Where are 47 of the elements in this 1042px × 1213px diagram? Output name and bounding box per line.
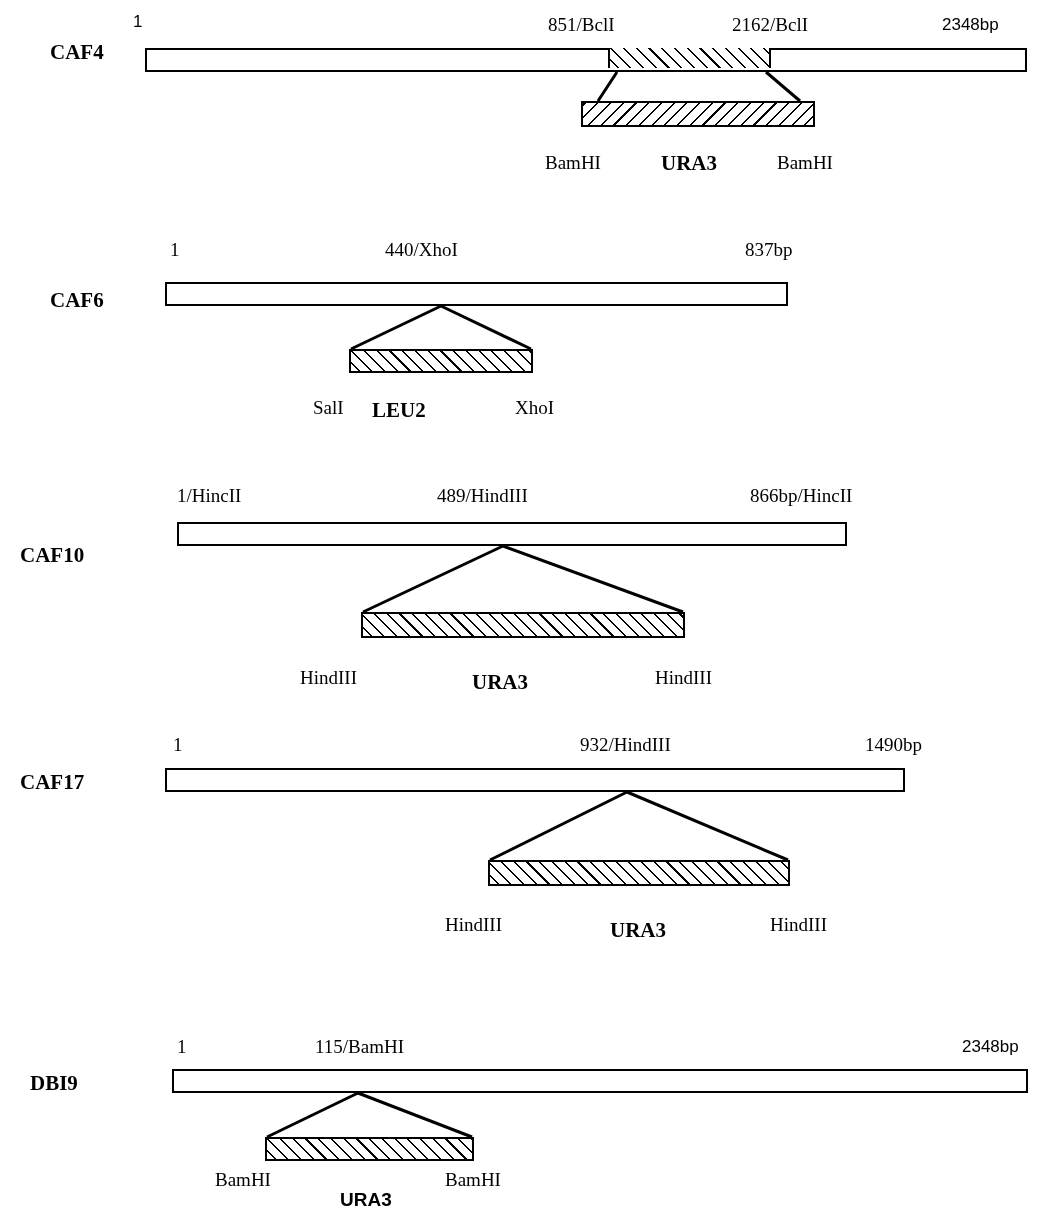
marker-gene-label: URA3 <box>661 152 717 174</box>
site-label: 2348bp <box>962 1036 1019 1058</box>
site-label: 2348bp <box>942 14 999 36</box>
marker-gene-label: URA3 <box>610 919 666 941</box>
hatched-segment <box>608 48 771 68</box>
site-label: SalI <box>313 397 344 419</box>
connector-line <box>357 1091 473 1139</box>
site-label: 1 <box>170 239 180 261</box>
marker-gene-label: LEU2 <box>372 399 426 421</box>
connector-line <box>266 1091 359 1139</box>
site-label: 2162/BclI <box>732 14 808 36</box>
site-label: 932/HindIII <box>580 734 671 756</box>
gene-name: CAF6 <box>50 289 104 311</box>
connector-line <box>489 790 628 862</box>
site-label: 1 <box>133 11 143 33</box>
connector-line <box>596 71 619 102</box>
gene-name: CAF4 <box>50 41 104 63</box>
gene-name: CAF10 <box>20 544 85 566</box>
site-label: 1 <box>173 734 183 756</box>
connector-line <box>350 304 442 351</box>
site-label: 866bp/HincII <box>750 485 853 507</box>
site-label: HindIII <box>300 667 357 689</box>
site-label: BamHI <box>545 152 601 174</box>
connector-line <box>440 304 532 351</box>
site-label: 440/XhoI <box>385 239 458 261</box>
connector-line <box>765 70 801 103</box>
site-label: BamHI <box>445 1169 501 1191</box>
site-label: 1490bp <box>865 734 922 756</box>
marker-gene-label: URA3 <box>340 1189 392 1211</box>
site-label: BamHI <box>777 152 833 174</box>
connector-line <box>502 544 684 614</box>
site-label: 851/BclI <box>548 14 615 36</box>
site-label: 1 <box>177 1036 187 1058</box>
connector-line <box>626 790 789 862</box>
site-label: 489/HindIII <box>437 485 528 507</box>
connector-line <box>362 544 504 614</box>
site-label: HindIII <box>770 914 827 936</box>
site-label: 115/BamHI <box>315 1036 404 1058</box>
site-label: XhoI <box>515 397 555 419</box>
site-label: 1/HincII <box>177 485 242 507</box>
site-label: HindIII <box>445 914 502 936</box>
site-label: 837bp <box>745 239 793 261</box>
gene-name: CAF17 <box>20 771 85 793</box>
gene-name: DBI9 <box>30 1072 78 1094</box>
site-label: BamHI <box>215 1169 271 1191</box>
site-label: HindIII <box>655 667 712 689</box>
marker-gene-label: URA3 <box>472 671 528 693</box>
